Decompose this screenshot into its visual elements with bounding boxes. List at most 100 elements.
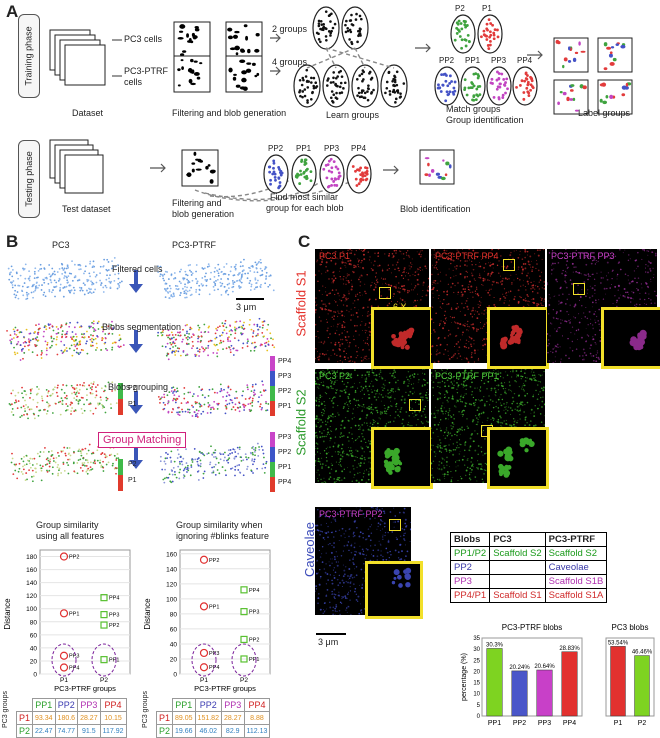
bar-y-label: percentage (%) [461,653,468,701]
table-cell: 117.92 [100,725,126,738]
group-dot [464,26,467,29]
blob-table-cell: PP4/P1 [451,589,490,603]
group-dot [531,79,534,82]
group-dot [274,179,277,182]
group-dot [444,99,447,102]
learn-dot [305,75,308,78]
learn-dot [396,84,399,87]
blob-table-cell: PP3 [451,575,490,589]
group-dot [355,178,358,181]
group-dot [298,182,301,185]
group-dot [299,170,302,173]
learn-dot [396,90,399,93]
zoom-region-box [379,287,391,299]
blob-table-header-cell: Blobs [451,533,490,547]
group-dot [502,78,505,81]
blob-table-cell: Scaffold S1 [490,589,545,603]
y-tick-label: 40 [170,641,178,648]
similarity-point-label: PP3 [69,654,79,660]
learn-dot [349,19,352,22]
bar-category-label: PP3 [538,720,551,727]
group-dot [273,162,276,165]
blob-table-cell: PP1/P2 [451,547,490,561]
learn-dot [393,91,396,94]
table-row-header: P1 [17,712,33,725]
bar-value-label: 20.24% [509,665,530,671]
group-dot [505,77,508,80]
learn-dot [361,73,364,76]
x-tick-label: P1 [200,677,208,684]
bar [635,656,650,716]
learn-dot [335,77,338,80]
table-row-header: P1 [157,712,173,725]
similarity-subtitle: using all features [36,531,104,541]
group-each-label: group for each blob [266,203,344,213]
group-dot [303,171,306,174]
group-ellipse-label: PP1 [296,144,311,153]
group-bar-label: PP4 [278,358,291,365]
learn-dot [320,20,323,23]
group-bar-label: P2 [128,461,137,468]
learn-dot [339,86,342,89]
group-identification-label: Group identification [446,115,524,125]
group-dot [515,86,518,89]
group-dot [268,166,271,169]
group-dot [440,90,443,93]
group-dot [366,170,369,173]
similarity-scatter: 020406080100120140160DistancePP2PP1PP3PP… [140,544,290,694]
learn-dot [367,84,370,87]
learn-dot [359,15,362,18]
table-col-header: PP4 [244,699,270,712]
learn-dot [330,12,333,15]
micrograph-title: PC3 P2 [319,371,350,381]
x-tick-label: P1 [60,677,68,684]
bar-category-label: PP4 [563,720,576,727]
learn-dot [318,25,321,28]
y-tick-label: 40 [30,645,38,652]
panel-c-letter: C [298,232,310,252]
learn-dot [322,23,325,26]
table-cell: 10.15 [100,712,126,725]
group-dot [522,98,525,101]
group-dot [525,77,528,80]
learn-dot [392,84,395,87]
table-cell: 112.13 [244,725,270,738]
group-bar-label: P1 [128,401,137,408]
group-dot [327,163,330,166]
learn-dot [386,87,389,90]
group-dot [339,175,342,178]
learn-dot [325,39,328,42]
bar [562,652,578,716]
group-dot [335,184,338,187]
blob-generation-label: blob generation [172,209,234,219]
group-dot [440,73,443,76]
learn-dot [335,96,338,99]
group-dot [500,73,503,76]
learn-dot [372,89,375,92]
group-dot [486,29,489,32]
table-cell: 8.88 [244,712,270,725]
group-dot [445,74,448,77]
table-cell: 28.27 [78,712,101,725]
group-dot [493,37,496,40]
learn-dot [362,89,365,92]
y-tick-label: 80 [170,611,178,618]
zoom-region-box [409,399,421,411]
grouped-point-cloud [11,444,121,482]
blob-table-header-cell: PC3-PTRF [545,533,607,547]
x-axis-label: PC3-PTRF groups [54,684,116,693]
blob-table-cell: PP2 [451,561,490,575]
group-dot [296,176,299,179]
scaffold-s1-side-label: Scaffold S1 [294,270,309,336]
learn-dot [306,99,309,102]
group-ellipse-label: PP3 [491,56,506,65]
bar-value-label: 46.46% [632,650,653,656]
table-cell: 89.05 [173,712,196,725]
learn-dot [358,74,361,77]
learn-dot [403,82,406,85]
group-dot [475,88,478,91]
similarity-point-label: PP1 [69,611,79,617]
group-dot [272,167,275,170]
